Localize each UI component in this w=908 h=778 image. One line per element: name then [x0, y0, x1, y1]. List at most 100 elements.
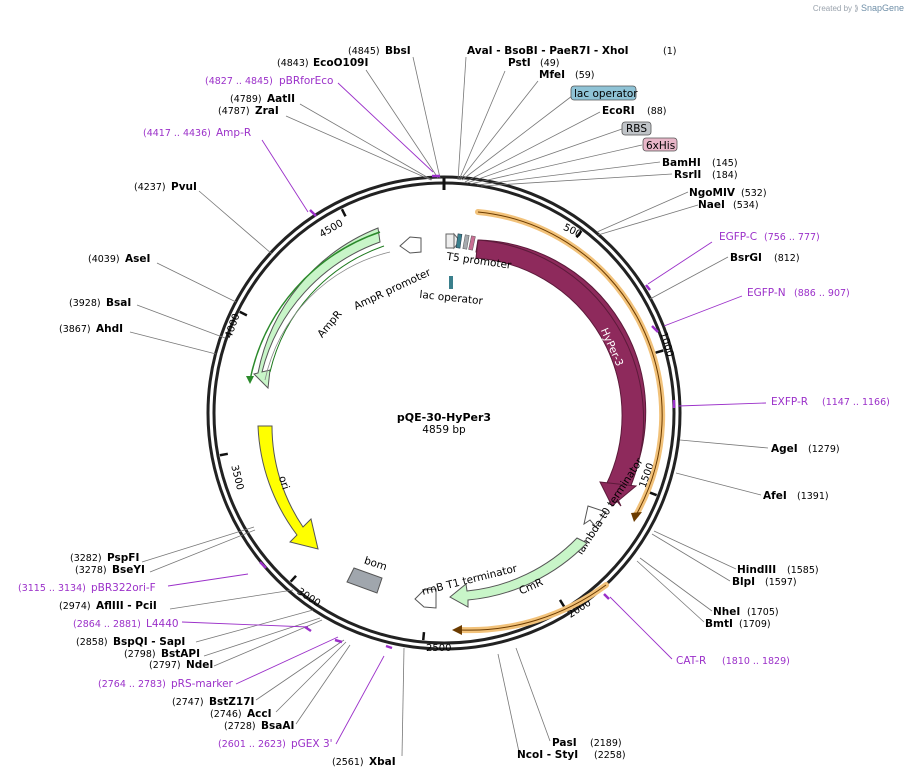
site-bsai: BsaI — [106, 297, 131, 309]
snapgene-logo-icon: ⟫ — [854, 4, 859, 13]
site-aatii: AatII — [267, 93, 295, 105]
site-bstapi-pos: (2798) — [124, 649, 156, 660]
site-bamhi: BamHI — [662, 157, 701, 169]
rbs-callout-box — [621, 121, 652, 136]
site-naei-pos: (534) — [733, 200, 759, 211]
ampr-outer-edge — [264, 251, 391, 381]
primer-ampr: Amp-R — [216, 127, 251, 139]
6xhis-mark — [468, 235, 476, 251]
primer-leader-lines — [167, 82, 767, 745]
site-rsrii-pos: (184) — [712, 170, 738, 181]
site-blpi-pos: (1597) — [765, 577, 797, 588]
site-mfei-pos: (59) — [575, 70, 595, 81]
site-xbai-pos: (2561) — [332, 757, 364, 768]
site-nhei: NheI — [713, 606, 740, 618]
tick-mark-3000 — [289, 574, 297, 583]
site-ecori: EcoRI — [602, 105, 635, 117]
primer-prs-marker-range: (2764 .. 2783) — [98, 679, 166, 690]
site-aatii-pos: (4789) — [230, 94, 262, 105]
backbone-outer — [206, 175, 682, 651]
site-bbsi: BbsI — [385, 45, 411, 57]
site-pasi-pos: (2189) — [590, 738, 622, 749]
site-bamhi-pos: (145) — [712, 158, 738, 169]
site-zrai-pos: (4787) — [218, 106, 250, 117]
lac-operator-callout-label: lac operator — [574, 88, 638, 100]
site-naei: NaeI — [698, 199, 725, 211]
tick-mark-2000 — [558, 599, 566, 608]
lambda-t0-terminator-mark — [583, 505, 607, 528]
tick-mark-4000 — [239, 310, 248, 317]
primer-pbr322ori-range: (3115 .. 3134) — [18, 583, 86, 594]
ampr-primer-band — [249, 231, 381, 381]
plasmid-length: 4859 bp — [422, 424, 466, 436]
plasmid-name: pQE-30-HyPer3 — [397, 411, 491, 424]
site-bsrgi-pos: (812) — [774, 253, 800, 264]
tick-label-4000: 4000 — [224, 312, 243, 340]
site-bstz17i: BstZ17I — [209, 696, 254, 708]
tick-label-2500: 2500 — [426, 643, 451, 654]
primer-prs-marker: pRS-marker — [171, 678, 234, 690]
site-ecoo109i: EcoO109I — [313, 57, 368, 69]
tick-mark-4500 — [340, 208, 347, 217]
site-rsrii: RsrII — [674, 169, 701, 181]
site-bmti: BmtI — [705, 618, 733, 630]
site-bseyi-pos: (3278) — [75, 565, 107, 576]
primer-exfp-r: EXFP-R — [771, 396, 808, 408]
site-ahdi: AhdI — [96, 323, 123, 335]
bom-label: bom — [363, 555, 389, 574]
orange-band-bottom-core — [459, 584, 607, 631]
site-bsaai: BsaAI — [261, 720, 294, 732]
lac-operator-inner-mark — [449, 276, 453, 289]
tick-mark-500 — [575, 230, 583, 239]
orange-band-right-core — [477, 211, 663, 516]
site-mfei: MfeI — [539, 69, 565, 81]
site-pasi: PasI — [552, 737, 577, 749]
primer-marks — [259, 174, 676, 650]
primer-cat-r: CAT-R — [676, 655, 706, 667]
primer-egfp-n-range: (886 .. 907) — [794, 288, 850, 299]
site-avai-group-pos: (1) — [663, 46, 676, 57]
site-avai-group: AvaI - BsoBI - PaeR7I - XhoI — [467, 45, 629, 57]
ampr-inner-edge — [269, 245, 385, 373]
site-hindiii-pos: (1585) — [787, 565, 819, 576]
credit-text: Created by — [812, 4, 853, 13]
site-ncoi-styi-pos: (2258) — [594, 750, 626, 761]
rrnb-t1-terminator-mark — [414, 588, 437, 609]
site-bsrgi: BsrGI — [730, 252, 762, 264]
site-asei-pos: (4039) — [88, 254, 120, 265]
site-ecori-pos: (88) — [647, 106, 667, 117]
site-bsaai-pos: (2728) — [224, 721, 256, 732]
site-xbai: XbaI — [369, 756, 396, 768]
ori-feature[interactable] — [257, 425, 319, 550]
tick-mark-1500 — [648, 491, 658, 497]
bom-feature[interactable] — [346, 567, 383, 594]
t5-promoter-mark — [445, 233, 455, 249]
primer-egfp-c: EGFP-C — [719, 231, 757, 243]
primer-pbrforeco: pBRforEco — [279, 75, 333, 87]
site-agei: AgeI — [771, 443, 798, 455]
site-pvui: PvuI — [171, 181, 197, 193]
tick-label-4500: 4500 — [318, 218, 346, 240]
primer-exfp-r-range: (1147 .. 1166) — [822, 397, 890, 408]
site-afei-pos: (1391) — [797, 491, 829, 502]
site-asei: AseI — [125, 253, 150, 265]
primer-egfp-n: EGFP-N — [747, 287, 786, 299]
primer-l4440-range: (2864 .. 2881) — [73, 619, 141, 630]
cmr-feature[interactable] — [449, 537, 588, 608]
tick-mark-1000 — [655, 349, 664, 354]
primer-pbrforeco-range: (4827 .. 4845) — [205, 76, 273, 87]
site-nhei-pos: (1705) — [747, 607, 779, 618]
primer-egfp-c-range: (756 .. 777) — [764, 232, 820, 243]
6xhis-callout-box — [642, 137, 678, 152]
site-bstapi: BstAPI — [161, 648, 200, 660]
leader-lines — [129, 56, 769, 757]
site-ngomiv: NgoMIV — [689, 187, 736, 199]
primer-l4440: L4440 — [146, 618, 179, 630]
right-site-labels: AvaI - BsoBI - PaeR7I - XhoI (1) PstI (4… — [467, 45, 840, 761]
6xhis-callout-label: 6xHis — [646, 140, 675, 152]
primer-pbr322ori: pBR322ori-F — [91, 582, 156, 594]
site-bspqi-pos: (2858) — [76, 637, 108, 648]
site-blpi: BlpI — [732, 576, 755, 588]
ampr-promoter-mark — [399, 236, 422, 254]
